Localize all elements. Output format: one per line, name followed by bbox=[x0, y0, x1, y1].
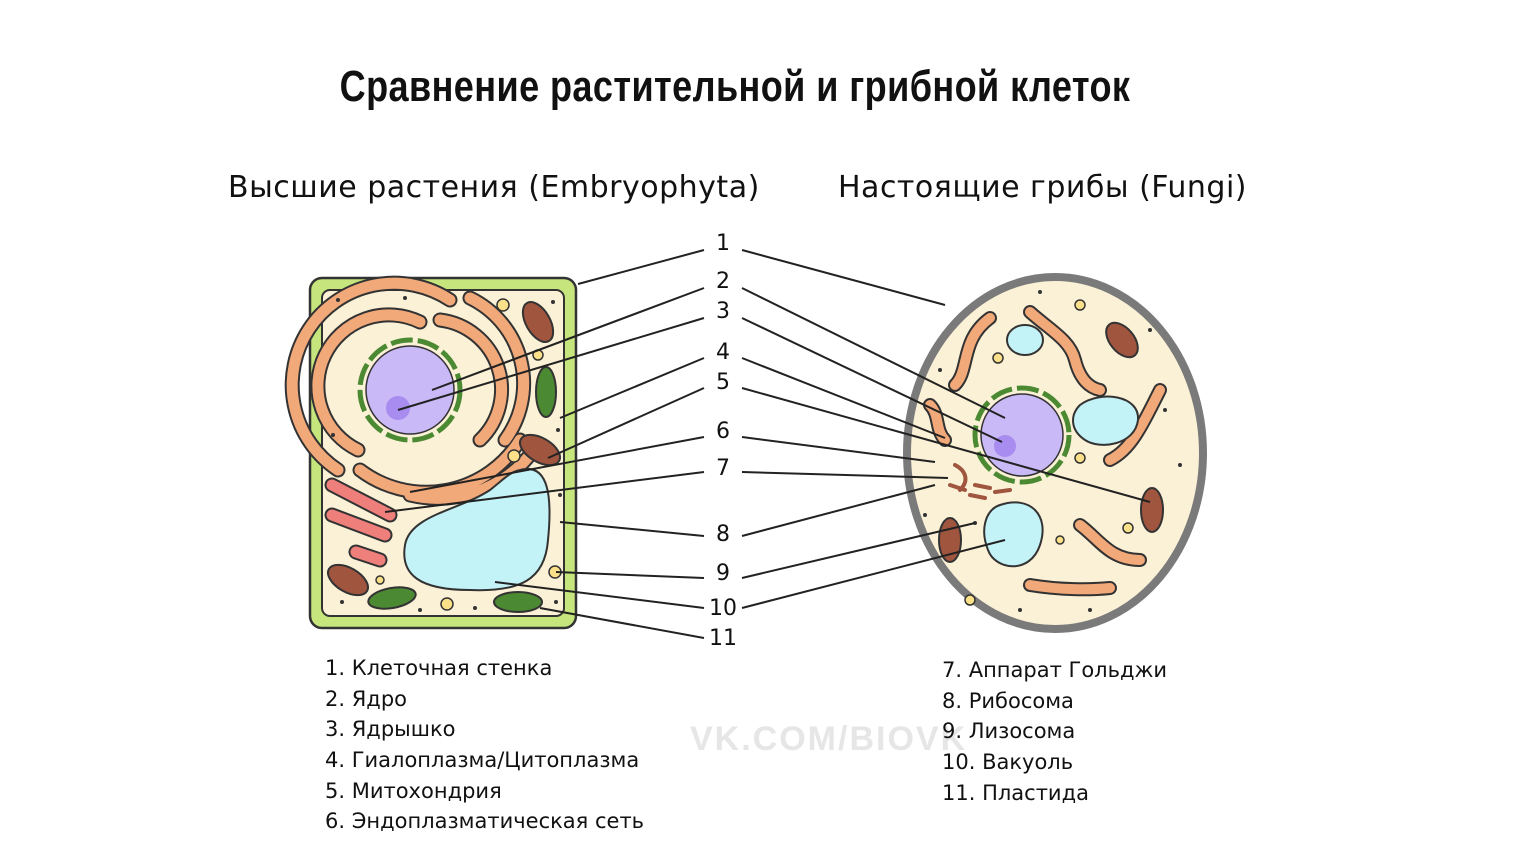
fungal-golgi bbox=[948, 463, 1012, 500]
legend-item: 4. Гиалоплазма/Цитоплазма bbox=[325, 748, 640, 773]
fungal-nucleus bbox=[980, 393, 1064, 477]
legend-item: 11. Пластида bbox=[942, 780, 1089, 805]
plant-cell-heading: Высшие растения (Embryophyta) bbox=[228, 170, 760, 205]
legend-left: 1. Клеточная стенка 2. Ядро 3. Ядрышко 4… bbox=[325, 653, 644, 837]
fungal-cell bbox=[903, 273, 1207, 633]
plant-mitochondria bbox=[327, 301, 561, 597]
legend-item: 2. Ядро bbox=[325, 686, 408, 711]
leader-lines bbox=[384, 249, 1151, 639]
label-number-11: 11 bbox=[709, 626, 737, 651]
plant-ribosomes bbox=[331, 296, 562, 612]
label-number-5: 5 bbox=[716, 370, 730, 395]
plant-cell bbox=[284, 275, 578, 630]
fungal-mitochondria bbox=[938, 321, 1164, 563]
legend-item: 9. Лизосома bbox=[942, 719, 1076, 744]
plant-lysosomes bbox=[375, 298, 562, 611]
legend-item: 7. Аппарат Гольджи bbox=[942, 658, 1168, 682]
legend-item: 3. Ядрышко bbox=[325, 717, 456, 742]
legend-item: 8. Рибосома bbox=[942, 688, 1074, 713]
label-number-9: 9 bbox=[716, 561, 730, 586]
label-number-6: 6 bbox=[716, 419, 730, 444]
legend-item: 5. Митохондрия bbox=[325, 778, 502, 803]
legend-item: 1. Клеточная стенка bbox=[325, 656, 553, 680]
label-number-7: 7 bbox=[716, 456, 730, 481]
page-title: Сравнение растительной и грибной клеток bbox=[339, 62, 1131, 111]
fungal-cell-heading: Настоящие грибы (Fungi) bbox=[838, 170, 1248, 205]
label-number-8: 8 bbox=[716, 522, 730, 547]
plant-vacuole bbox=[403, 467, 551, 592]
legend-right: 7. Аппарат Гольджи 8. Рибосома 9. Лизосо… bbox=[942, 655, 1167, 808]
label-number-10: 10 bbox=[709, 596, 737, 621]
label-number-1: 1 bbox=[716, 231, 730, 256]
legend-item: 10. Вакуоль bbox=[942, 750, 1074, 775]
label-number-3: 3 bbox=[716, 299, 730, 324]
label-number-2: 2 bbox=[716, 269, 730, 294]
plant-nucleus bbox=[365, 345, 455, 435]
fungal-vacuoles bbox=[983, 324, 1140, 568]
plant-er bbox=[284, 275, 538, 568]
label-number-4: 4 bbox=[716, 340, 730, 365]
watermark: VK.COM/BIOVK bbox=[690, 720, 968, 758]
plant-nucleolus bbox=[386, 396, 410, 420]
fungal-lysosomes bbox=[964, 299, 1134, 606]
legend-item: 6. Эндоплазматическая сеть bbox=[325, 809, 645, 834]
plant-chloroplasts bbox=[367, 366, 557, 613]
fungal-nucleolus bbox=[994, 435, 1016, 457]
